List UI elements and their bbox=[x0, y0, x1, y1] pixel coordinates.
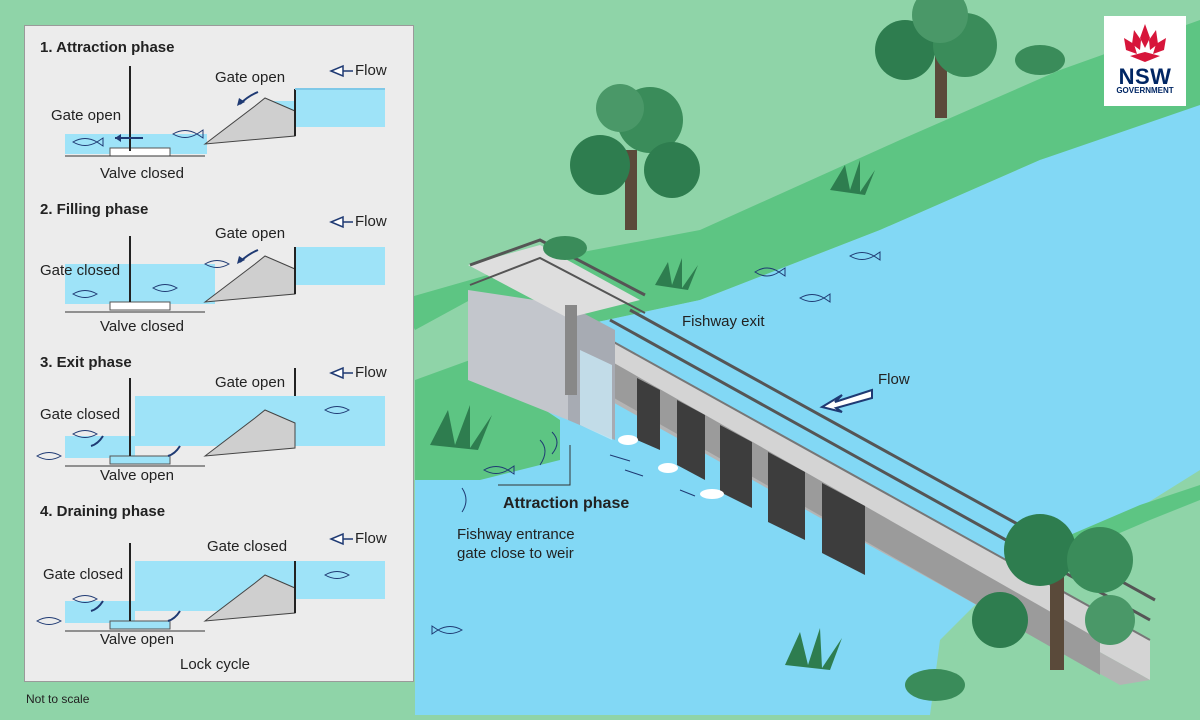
fishway-entrance-label-2: gate close to weir bbox=[457, 545, 574, 562]
fishway-structure bbox=[468, 238, 646, 440]
left-bank bbox=[415, 360, 560, 480]
phase-4-left-gate: Gate closed bbox=[43, 566, 124, 583]
tree-top-right bbox=[875, 0, 997, 118]
fishway-exit-label: Fishway exit bbox=[682, 313, 765, 330]
phase-2-left-gate: Gate closed bbox=[40, 262, 121, 279]
lock-cycle-diagrams bbox=[36, 64, 385, 632]
left-bank-top bbox=[415, 300, 470, 380]
fishway-entrance-label-1: Fishway entrance bbox=[457, 526, 575, 543]
logo-government-text: GOVERNMENT bbox=[1116, 86, 1174, 95]
phase-2-flow: Flow bbox=[355, 213, 387, 230]
lock-cycle-caption: Lock cycle bbox=[180, 656, 251, 673]
phase-4-right-gate: Gate closed bbox=[207, 538, 288, 555]
phase-3-flow: Flow bbox=[355, 364, 387, 381]
phase-3-left-gate: Gate closed bbox=[40, 406, 121, 423]
far-riverbank bbox=[400, 20, 1200, 340]
attraction-leader-line bbox=[498, 445, 571, 486]
phase-1-right-gate: Gate open bbox=[215, 69, 286, 86]
bush bbox=[905, 669, 965, 701]
bush bbox=[543, 236, 587, 260]
logo-nsw-text: NSW bbox=[1118, 64, 1172, 89]
phase-3-valve: Valve open bbox=[100, 467, 174, 484]
phase-2-title: 2. Filling phase bbox=[40, 201, 149, 218]
phase-4-flow: Flow bbox=[355, 530, 387, 547]
phase-1-title: 1. Attraction phase bbox=[40, 39, 175, 56]
flow-arrow bbox=[819, 388, 873, 413]
water-streaks bbox=[461, 431, 696, 513]
phase-3-right-gate: Gate open bbox=[215, 374, 286, 391]
phase-3-title: 3. Exit phase bbox=[40, 354, 132, 371]
attraction-phase-label: Attraction phase bbox=[503, 495, 630, 512]
phase-4-title: 4. Draining phase bbox=[40, 503, 166, 520]
phase-1-left-gate: Gate open bbox=[51, 107, 122, 124]
waratah-icon bbox=[1124, 24, 1166, 62]
phase-4-valve: Valve open bbox=[100, 631, 174, 648]
tree-bottom-right bbox=[972, 514, 1135, 670]
phase-4-diagram bbox=[36, 543, 385, 632]
splashes bbox=[618, 435, 724, 499]
nsw-government-logo: NSW GOVERNMENT bbox=[1104, 16, 1186, 106]
phase-3-diagram bbox=[36, 368, 385, 467]
footnote: Not to scale bbox=[26, 692, 90, 706]
panel-flow-arrows bbox=[329, 64, 353, 546]
grass-tufts bbox=[430, 160, 875, 670]
phase-2-right-gate: Gate open bbox=[215, 225, 286, 242]
bush bbox=[1015, 45, 1065, 75]
fish-group bbox=[431, 251, 881, 635]
phase-2-diagram bbox=[65, 236, 385, 313]
phase-1-valve: Valve closed bbox=[100, 165, 184, 182]
phase-2-valve: Valve closed bbox=[100, 318, 184, 335]
phase-1-flow: Flow bbox=[355, 62, 387, 79]
scene-flow-label: Flow bbox=[878, 371, 910, 388]
near-bank-edge bbox=[1000, 485, 1200, 605]
tree-top-center bbox=[570, 84, 700, 230]
phase-1-diagram bbox=[65, 66, 385, 157]
lock-cycle-panel: 1. Attraction phase Gate open Flow Gate … bbox=[24, 25, 414, 682]
